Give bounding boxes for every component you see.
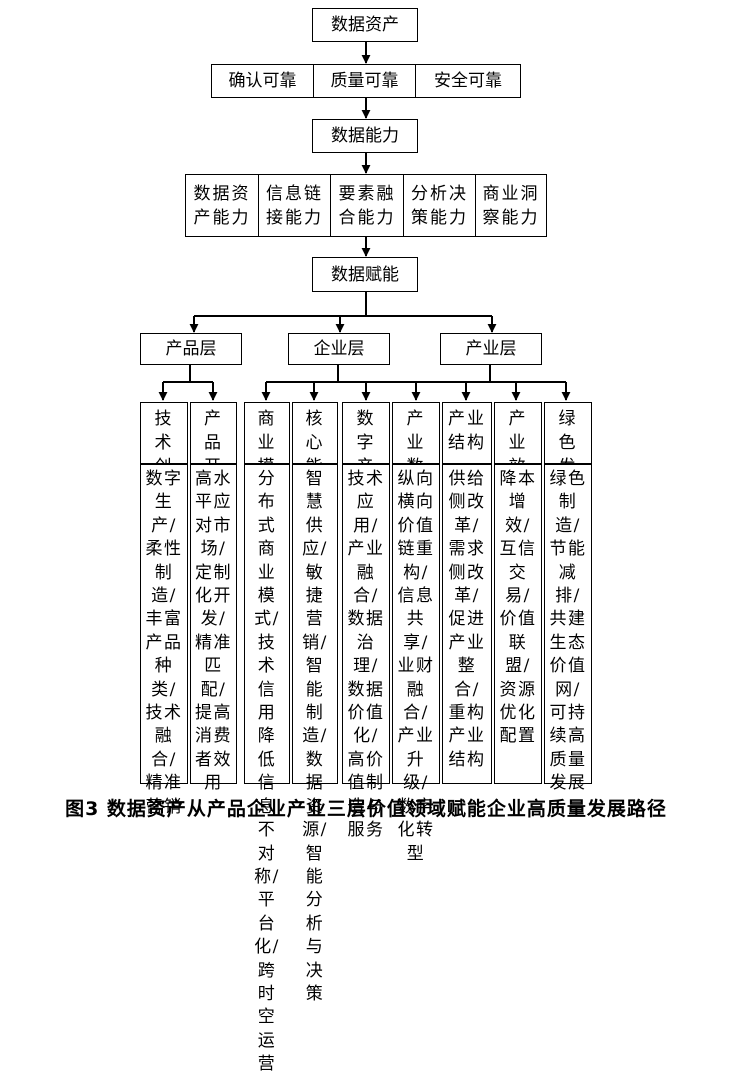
column-title-business-model: 商业模式 — [244, 402, 290, 501]
data-asset-node: 数据资产 — [312, 8, 418, 42]
column-detail-industrial-structure: 供给侧改革/需求侧改革/促进产业整合/重构产业结构 — [442, 464, 492, 784]
capability-insight: 商业洞察能力 — [475, 175, 546, 236]
column-title-industrial-efficiency: 产业效率 — [494, 402, 542, 501]
column-title-industrial-digitalization: 产业数字化 — [392, 402, 440, 525]
capability-fusion: 要素融合能力 — [330, 175, 403, 236]
data-empowerment-label: 数据赋能 — [331, 264, 399, 285]
attribute-security-reliable: 安全可靠 — [415, 65, 520, 97]
column-title-industrial-structure: 产业结构 — [442, 402, 492, 464]
data-asset-attributes: 确认可靠 质量可靠 安全可靠 — [211, 64, 521, 98]
column-detail-core-capability: 智慧供应/敏捷营销/智能制造/数据资源/智能分析与决策 — [292, 464, 338, 1004]
layer-enterprise: 企业层 — [288, 333, 390, 365]
data-capability-label: 数据能力 — [331, 126, 399, 146]
attribute-confirm-reliable: 确认可靠 — [228, 71, 297, 91]
figure-caption: 图3 数据资产从产品企业产业三层价值领域赋能企业高质量发展路径 — [65, 798, 667, 820]
column-detail-industrial-digitalization: 纵向横向价值链重构/信息共享/业财融合/产业升级/数字化转型 — [392, 464, 440, 864]
layer-industry: 产业层 — [440, 333, 542, 365]
capability-types: 数据资产能力 信息链接能力 要素融合能力 分析决策能力 商业洞察能力 — [185, 174, 547, 237]
layer-product: 产品层 — [140, 333, 242, 365]
capability-decision: 分析决策能力 — [403, 175, 475, 236]
capability-linking: 信息链接能力 — [258, 175, 330, 236]
column-detail-industrial-efficiency: 降本增效/互信交易/价值联盟/资源优化配置 — [494, 464, 542, 784]
data-asset-label: 数据资产 — [331, 15, 399, 35]
connector-lines — [158, 42, 571, 401]
column-detail-digital-industrialization: 技术应用/产业融合/数据治理/数据价值化/高价值制造与服务 — [342, 464, 390, 840]
data-capability-node: 数据能力 — [312, 119, 418, 153]
column-detail-product-development: 高水平应对市场/定制化开发/精准匹配/提高消费者效用 — [190, 464, 237, 793]
column-title-green-development: 绿色发展 — [544, 402, 592, 501]
column-detail-tech-innovation: 数字生产/柔性制造/丰富产品种类/技术融合/精准营销 — [140, 464, 188, 817]
column-detail-business-model: 分布式商业模式/技术信用降低信息不对称/平台化/跨时空运营 — [244, 464, 290, 1074]
attribute-quality-reliable: 质量可靠 — [313, 65, 415, 97]
column-title-tech-innovation: 技术创新 — [140, 402, 188, 501]
column-title-product-development: 产品开发 — [190, 402, 237, 501]
column-title-core-capability: 核心能力 — [292, 402, 338, 501]
column-detail-green-development: 绿色制造/节能减排/共建生态价值网/可持续高质量发展 — [544, 464, 592, 793]
capability-asset: 数据资产能力 — [193, 183, 251, 228]
column-title-digital-industrialization: 数字产业化 — [342, 402, 390, 525]
data-empowerment-node: 数据赋能 — [312, 257, 418, 292]
